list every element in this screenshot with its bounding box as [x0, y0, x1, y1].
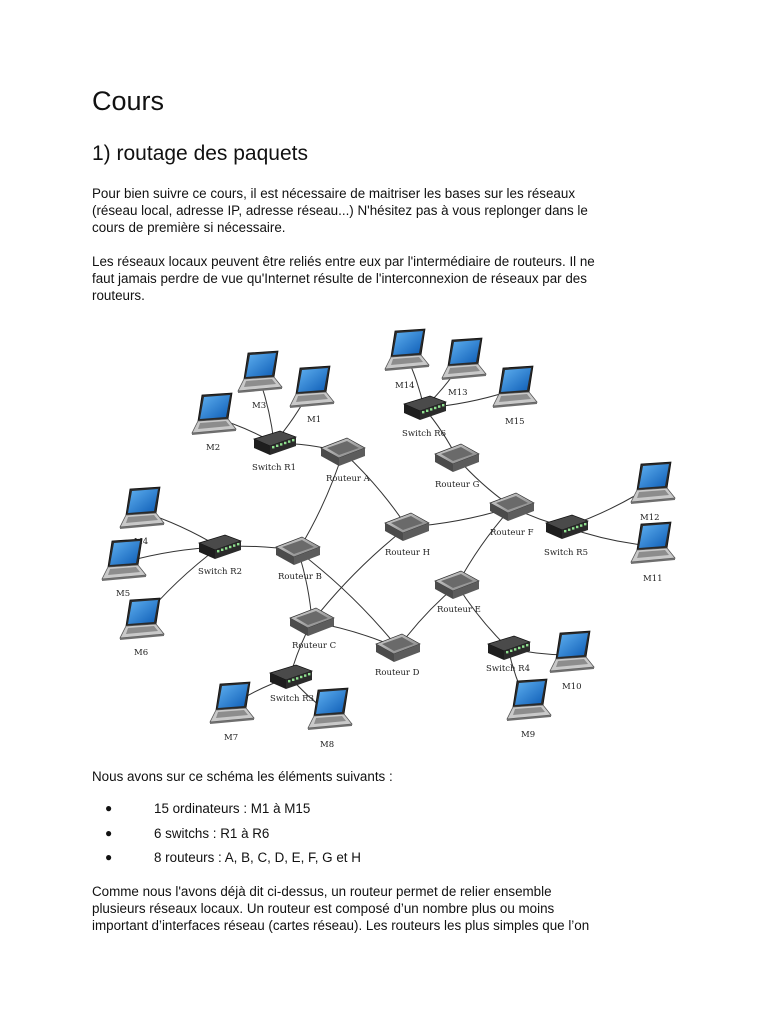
laptop-label: M7 [224, 733, 238, 743]
switch-label: Switch R3 [270, 694, 314, 704]
laptop-label: M10 [562, 682, 582, 692]
laptop-icon [191, 392, 237, 435]
elements-intro: Nous avons sur ce schéma les éléments su… [92, 769, 393, 784]
laptop-icon [441, 337, 487, 380]
routers-paragraph: Les réseaux locaux peuvent être reliés e… [92, 253, 692, 304]
text-line: cours de première si nécessaire. [92, 220, 286, 235]
laptop-label: M6 [134, 648, 148, 658]
laptop-label: M9 [521, 730, 535, 740]
list-item: ●15 ordinateurs : M1 à M15 [105, 801, 311, 816]
bullet-icon: ● [105, 825, 113, 840]
router-label: Routeur C [292, 641, 336, 651]
router-icon [275, 536, 321, 565]
laptop-label: M8 [320, 740, 334, 750]
laptop-icon [492, 365, 538, 408]
router-label: Routeur B [278, 572, 322, 582]
switch-icon [402, 395, 448, 420]
laptop-label: M1 [307, 415, 321, 425]
router-icon [384, 512, 430, 541]
router-icon [434, 570, 480, 599]
text-line: Comme nous l'avons déjà dit ci-dessus, u… [92, 884, 552, 899]
text-line: plusieurs réseaux locaux. Un routeur est… [92, 901, 555, 916]
network-link [342, 451, 408, 528]
text-line: important d’interfaces réseau (cartes ré… [92, 918, 590, 933]
router-label: Routeur A [326, 474, 371, 484]
text-line: (réseau local, adresse IP, adresse résea… [92, 203, 588, 218]
bullet-icon: ● [105, 801, 113, 815]
laptop-icon [101, 538, 147, 581]
laptop-label: M14 [395, 381, 415, 391]
section-heading: 1) routage des paquets [92, 142, 308, 165]
router-icon [289, 607, 335, 636]
text-line: faut jamais perdre de vue qu'Internet ré… [92, 271, 587, 286]
bullet-icon: ● [105, 850, 113, 864]
laptop-icon [506, 678, 552, 721]
laptop-icon [630, 521, 676, 564]
laptop-label: M12 [640, 513, 660, 523]
laptop-label: M15 [505, 417, 525, 427]
list-item: ●6 switchs : R1 à R6 [105, 825, 270, 841]
switch-icon [197, 534, 243, 559]
router-definition-paragraph: Comme nous l'avons déjà dit ci-dessus, u… [92, 883, 692, 934]
laptop-icon [307, 687, 353, 730]
laptop-icon [119, 486, 165, 529]
router-label: Routeur G [435, 480, 480, 490]
laptop-icon [630, 461, 676, 504]
network-link [297, 550, 399, 649]
list-item: ●8 routeurs : A, B, C, D, E, F, G et H [105, 850, 361, 865]
router-icon [320, 437, 366, 466]
router-label: Routeur E [437, 605, 481, 615]
network-link [297, 451, 344, 552]
switch-icon [544, 514, 590, 539]
elements-list: ●15 ordinateurs : M1 à M15 ●6 switchs : … [105, 800, 361, 874]
text-line: Pour bien suivre ce cours, il est nécess… [92, 186, 576, 201]
switch-label: Switch R1 [252, 463, 296, 473]
laptop-label: M5 [116, 589, 130, 599]
laptop-label: M3 [252, 401, 266, 411]
text-line: Les réseaux locaux peuvent être reliés e… [92, 254, 595, 269]
laptop-icon [237, 350, 283, 393]
router-label: Routeur F [490, 528, 534, 538]
switch-icon [268, 664, 314, 689]
text-line: routeurs. [92, 288, 145, 303]
laptop-label: M11 [643, 574, 663, 584]
router-icon [434, 443, 480, 472]
intro-paragraph: Pour bien suivre ce cours, il est nécess… [92, 185, 692, 236]
switch-label: Switch R5 [544, 548, 588, 558]
laptop-icon [119, 597, 165, 640]
laptop-icon [549, 630, 595, 673]
switch-label: Switch R4 [486, 664, 530, 674]
router-icon [489, 492, 535, 521]
laptop-icon [209, 681, 255, 724]
laptop-icon [384, 328, 430, 371]
laptop-icon [289, 365, 335, 408]
switch-label: Switch R2 [198, 567, 242, 577]
switch-icon [486, 635, 532, 660]
diagram-nodes: M1M2M3M4M5M6M7M8M9M10M11M12M13M14M15Swit… [101, 328, 676, 750]
switch-icon [252, 430, 298, 455]
router-label: Routeur D [375, 668, 420, 678]
laptop-label: M13 [448, 388, 468, 398]
router-label: Routeur H [385, 548, 430, 558]
laptop-label: M2 [206, 443, 220, 453]
router-icon [375, 633, 421, 662]
switch-label: Switch R6 [402, 429, 446, 439]
page-title: Cours [92, 86, 165, 116]
